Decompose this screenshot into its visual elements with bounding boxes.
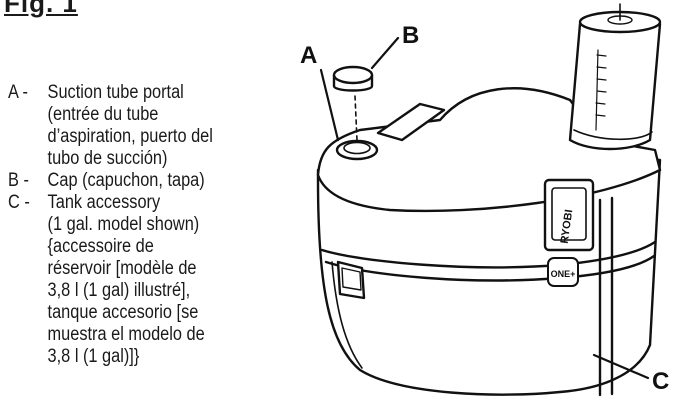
measuring-cup	[568, 3, 662, 151]
legend: A - Suction tube portal (entrée du tube …	[8, 82, 236, 368]
suction-tube-portal	[335, 139, 379, 161]
brand-logo: RYOBI	[559, 209, 576, 245]
callout-line-b	[370, 36, 400, 70]
cap-guide-line	[354, 95, 358, 141]
legend-text-a: Suction tube portal (entrée du tube d’as…	[47, 82, 213, 169]
side-latch	[336, 260, 366, 300]
legend-item-b: B - Cap (capuchon, tapa)	[8, 170, 236, 192]
top-handle	[376, 102, 446, 142]
cap	[332, 65, 374, 92]
callout-a: A	[300, 42, 318, 69]
callout-c: C	[652, 368, 670, 395]
figure-title: Fig. 1	[4, 0, 78, 18]
one-plus-logo: ONE+	[551, 269, 576, 279]
legend-item-c: C - Tank accessory (1 gal. model shown) …	[8, 192, 236, 368]
legend-text-b: Cap (capuchon, tapa)	[47, 170, 205, 191]
battery-mount	[543, 178, 595, 252]
one-plus-badge: ONE+	[547, 257, 579, 287]
legend-item-a: A - Suction tube portal (entrée du tube …	[8, 82, 236, 170]
legend-text-c: Tank accessory (1 gal. model shown) {acc…	[47, 192, 205, 367]
legend-key-c: C -	[8, 192, 30, 213]
legend-key-a: A -	[8, 82, 28, 103]
legend-key-b: B -	[8, 170, 29, 191]
callout-line-c	[592, 353, 650, 380]
callout-b: B	[402, 22, 420, 49]
callout-line-a	[319, 68, 340, 142]
